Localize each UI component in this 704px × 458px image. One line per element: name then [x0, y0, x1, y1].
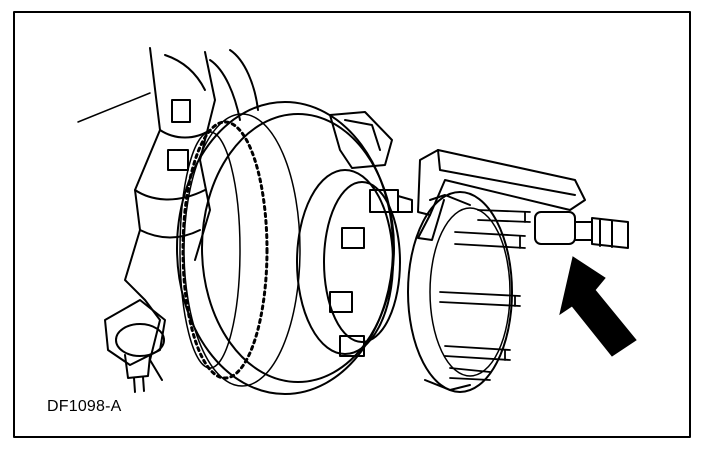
figure-border: [13, 11, 691, 438]
leader-line: [77, 92, 151, 123]
arrow-indicator: [559, 256, 637, 357]
brake-caliper: [329, 111, 393, 169]
hub-puller-tool: [417, 149, 629, 249]
wheel-studs: [439, 209, 531, 381]
tie-rod-end: [104, 299, 166, 393]
steering-knuckle: [124, 47, 259, 381]
wheel-hub: [296, 169, 413, 357]
hub-flange: [407, 191, 513, 393]
figure-caption: DF1098-A: [47, 398, 122, 415]
